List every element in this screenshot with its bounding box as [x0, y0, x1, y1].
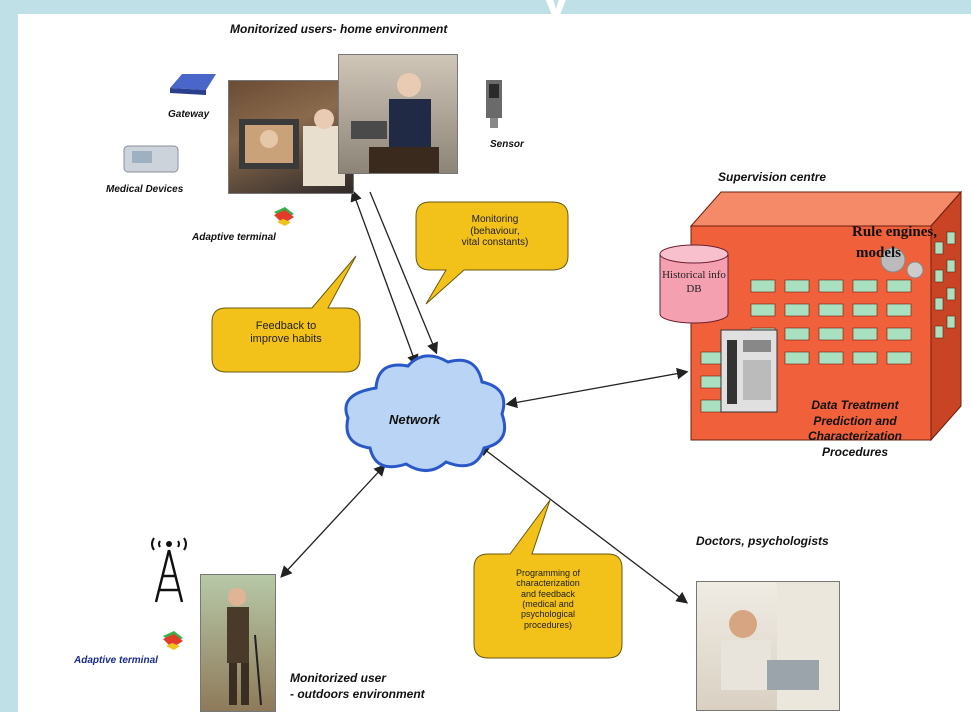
home-user-man-photo — [338, 54, 458, 174]
monitoring-bubble — [415, 201, 569, 305]
data-treatment-line-2: Prediction and — [813, 413, 897, 428]
supervision-centre-label: Supervision centre — [718, 170, 827, 184]
rule-engines-text: Rule engines, models — [852, 222, 937, 264]
gateway-label: Gateway — [168, 109, 210, 120]
historical-db-cylinder — [658, 244, 730, 326]
programming-bubble — [473, 499, 623, 659]
medical-devices-label: Medical Devices — [106, 184, 184, 195]
historical-line-1: Historical info — [662, 269, 726, 281]
adaptive-terminal-outdoor-icon — [160, 628, 186, 654]
feedback-line-2: improve habits — [250, 332, 322, 345]
outdoor-line-2: - outdoors environment — [290, 687, 425, 702]
historical-line-2: DB — [686, 283, 702, 296]
programming-line-1: Programming of — [515, 568, 581, 578]
rule-engines-line-2: models — [856, 245, 901, 261]
programming-line-2: characterization — [516, 578, 580, 589]
network-label: Network — [389, 412, 441, 427]
medical-device-icon — [122, 142, 182, 176]
programming-line-3: and feedback — [520, 588, 576, 599]
monitoring-line-3: vital constants) — [461, 237, 529, 248]
doctor-photo — [696, 581, 840, 711]
adaptive-terminal-home-label: Adaptive terminal — [192, 232, 276, 243]
programming-line-6: procedures) — [523, 619, 573, 630]
monitoring-line-1: Monitoring — [471, 214, 519, 225]
adaptive-terminal-home-icon — [271, 204, 297, 230]
outdoor-user-photo — [200, 574, 276, 712]
arrow-home-to-network-1 — [350, 189, 419, 367]
sensor-icon — [482, 76, 504, 132]
diagram-canvas: Monitorized users- home environment Gate… — [18, 14, 971, 712]
data-treatment-line-1: Data Treatment — [811, 398, 899, 412]
data-treatment-line-3: Characterization — [807, 429, 903, 444]
supervision-building — [689, 190, 963, 442]
programming-line-4: (medical and — [522, 599, 574, 610]
home-users-photo — [228, 80, 354, 194]
rule-engines-line-1: Rule engines, — [852, 224, 938, 240]
programming-line-5: psychological — [520, 609, 576, 620]
feedback-bubble — [211, 255, 361, 373]
adaptive-terminal-outdoor-label: Adaptive terminal — [74, 655, 158, 666]
feedback-line-1: Feedback to — [255, 320, 317, 332]
outdoor-user-text: Monitorized user - outdoors environment — [290, 670, 425, 702]
arrow-network-to-centre — [505, 367, 689, 409]
antenna-icon — [146, 530, 192, 604]
network-cloud — [344, 354, 507, 472]
connectors — [280, 189, 689, 604]
data-treatment-line-4: Procedures — [821, 444, 889, 459]
home-environment-label: Monitorized users- home environment — [230, 22, 448, 36]
outdoor-line-1: Monitorized user — [290, 671, 387, 685]
feedback-text: Feedback to improve habits — [218, 320, 354, 345]
historical-db-text: Historical info DB — [658, 268, 730, 297]
gateway-icon — [166, 68, 220, 98]
data-treatment-text: Data Treatment Prediction and Characteri… — [780, 398, 930, 460]
monitoring-line-2: (behaviour, — [470, 225, 520, 237]
doctors-label: Doctors, psychologists — [696, 534, 829, 548]
sensor-label: Sensor — [490, 139, 524, 150]
arrow-network-to-doctors — [477, 444, 689, 604]
arrow-home-to-network-2 — [369, 191, 438, 355]
arrow-network-to-outdoor — [280, 464, 386, 578]
monitoring-text: Monitoring (behaviour, vital constants) — [422, 214, 568, 249]
programming-text: Programming of characterization and feed… — [478, 568, 618, 630]
